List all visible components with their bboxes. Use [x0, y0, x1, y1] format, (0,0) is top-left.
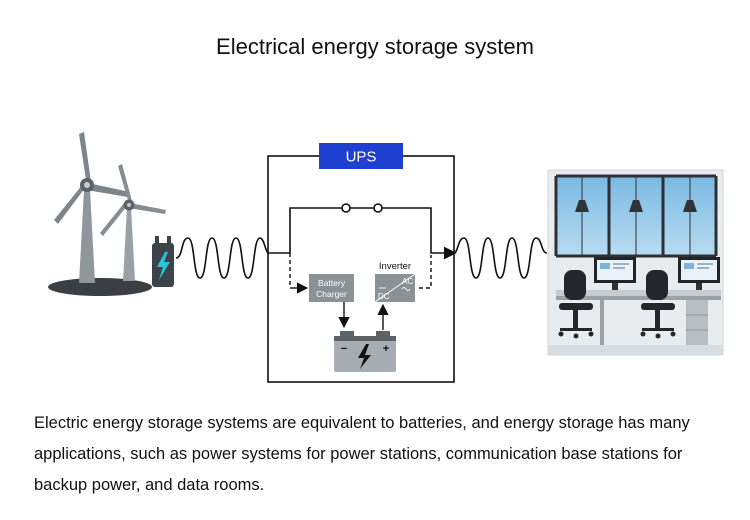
power-converter-icon: [152, 236, 174, 287]
ups-label: UPS: [346, 149, 377, 166]
battery-charger-label-2: Charger: [316, 289, 347, 299]
battery-flow-arrows: [338, 302, 389, 330]
battery-charger-label-1: Battery: [318, 278, 346, 288]
charge-path: [289, 253, 432, 294]
ups-label-box: [319, 143, 403, 169]
input-ac-wave: [175, 237, 269, 279]
page-title: Electrical energy storage system: [216, 34, 534, 59]
output-ac-wave: [453, 237, 548, 279]
inverter-ac-label: AC: [402, 277, 413, 286]
inverter-label: Inverter: [379, 261, 411, 272]
office-data-room-icon: [547, 169, 724, 356]
battery-charger: Battery Charger: [309, 274, 354, 302]
wind-turbine-icon: [48, 132, 166, 296]
battery-icon: − +: [334, 331, 396, 372]
battery-negative: −: [341, 343, 347, 355]
inverter-dc-label: DC: [378, 292, 390, 301]
inverter: Inverter AC DC: [374, 261, 416, 303]
battery-positive: +: [383, 343, 389, 355]
bypass-switch: [268, 203, 457, 260]
description-text: Electric energy storage systems are equi…: [34, 414, 690, 494]
